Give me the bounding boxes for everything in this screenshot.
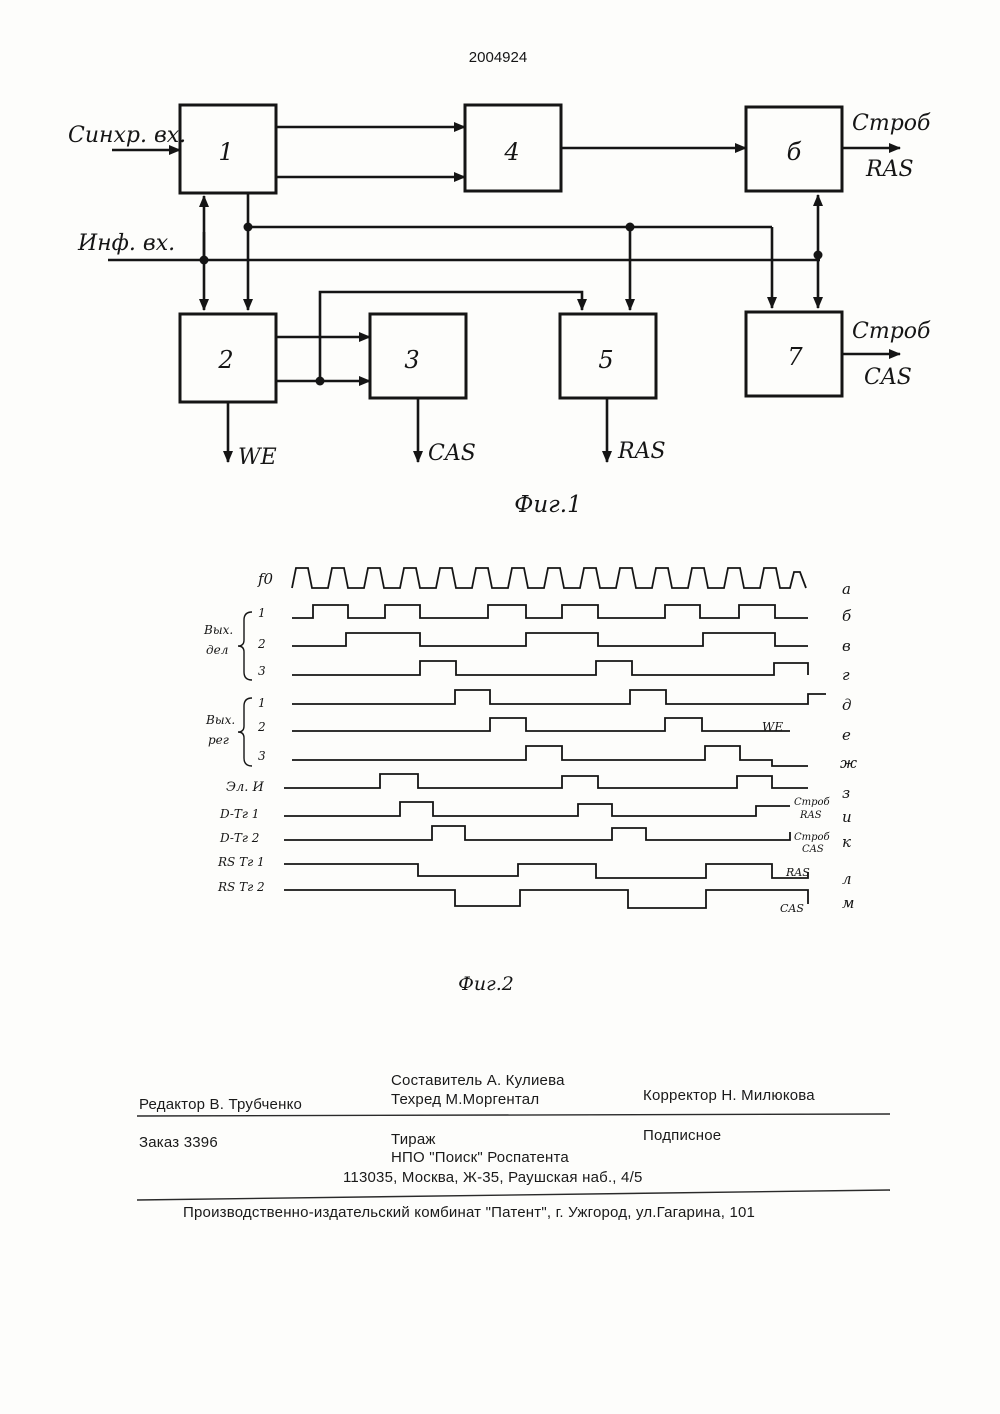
trace-zh <box>292 746 808 766</box>
row-letter-a: а <box>842 580 851 598</box>
trace-l <box>284 864 808 878</box>
trace-z <box>284 774 808 788</box>
fig2-caption: Фиг.2 <box>458 973 514 995</box>
group-div-label-2: дел <box>206 643 228 657</box>
techred-text: Техред М.Моргентал <box>391 1091 539 1108</box>
block-3: 3 <box>370 314 466 398</box>
row-letter-i: и <box>842 808 852 826</box>
row-letter-v: в <box>842 637 851 655</box>
row-letter-z: з <box>842 784 850 802</box>
footer-rule-top <box>137 1114 890 1116</box>
block-7: 7 <box>746 312 842 396</box>
row-letter-k: к <box>842 833 851 851</box>
rs-trigger-2-label: RS Тг 2 <box>217 880 265 894</box>
reg-group-brace <box>238 698 252 766</box>
div-group-brace <box>238 612 252 680</box>
f0-label: f0 <box>257 570 274 588</box>
editor-text: Редактор В. Трубченко <box>139 1096 302 1113</box>
d-trigger-1-label: D-Тг 1 <box>219 807 259 821</box>
info-input-label: Инф. вх. <box>77 231 175 256</box>
row-letter-e: е <box>842 726 851 744</box>
sync-input-label: Синхр. вх. <box>68 123 186 148</box>
rs-trigger-1-label: RS Тг 1 <box>217 855 265 869</box>
npo-text: НПО "Поиск" Роспатента <box>391 1149 569 1166</box>
trace-g <box>292 661 808 675</box>
div-output-3: 3 <box>258 664 266 678</box>
block-2-label: 2 <box>217 346 233 374</box>
fig1-caption: Фиг.1 <box>514 492 581 518</box>
we-output-label: WE <box>238 445 277 470</box>
corrector-text: Корректор Н. Милюкова <box>643 1087 815 1104</box>
address-text: 113035, Москва, Ж-35, Раушская наб., 4/5 <box>343 1169 643 1186</box>
fig1-block-diagram: 1 4 б 2 3 5 7 <box>68 105 931 518</box>
plant-text: Производственно-издательский комбинат "П… <box>183 1204 755 1221</box>
block-2: 2 <box>180 314 276 402</box>
row-letter-zh: ж <box>840 754 857 772</box>
circulation-text: Тираж <box>391 1131 436 1148</box>
group-reg-label-2: рег <box>208 733 229 747</box>
block-7-label: 7 <box>787 343 803 371</box>
reg-output-2: 2 <box>257 720 266 734</box>
trace-m <box>284 890 808 908</box>
strobe-ras-label-bottom: RAS <box>865 157 914 182</box>
subscription-text: Подписное <box>643 1127 721 1144</box>
fig2-ras-note: RAS <box>785 866 810 879</box>
trace-d <box>292 690 826 704</box>
trace-b <box>292 605 808 618</box>
block-6-label: б <box>787 138 802 166</box>
fig2-cas-note: CAS <box>780 902 804 915</box>
block-5-label: 5 <box>598 346 613 374</box>
order-text: Заказ 3396 <box>139 1134 218 1151</box>
ras-output-label: RAS <box>617 439 666 464</box>
trace-v <box>292 633 808 646</box>
row-letter-l: л <box>842 870 852 888</box>
block-4-label: 4 <box>503 138 519 166</box>
row-letter-b: б <box>842 607 852 625</box>
waveforms <box>284 568 826 908</box>
block-6: б <box>746 107 842 191</box>
block-1: 1 <box>180 105 276 193</box>
patent-number: 2004924 <box>469 49 527 66</box>
d-trigger-2-label: D-Тг 2 <box>219 831 259 845</box>
trace-clock-a <box>292 568 806 588</box>
composer-text: Составитель А. Кулиева <box>391 1072 565 1089</box>
and-gate-label: Эл. И <box>226 780 264 795</box>
strobe-ras-label-top: Строб <box>852 111 931 136</box>
trace-e <box>292 718 790 731</box>
block-1-label: 1 <box>218 138 233 166</box>
fig2-timing-diagram: f0 Вых. дел Вых. рег 1 2 3 1 2 3 Эл. И D… <box>203 568 857 995</box>
group-div-label-1: Вых. <box>203 623 233 637</box>
fig2-we-note: WE <box>762 720 783 734</box>
fig2-strobe-ras-note-2: RAS <box>799 810 822 821</box>
fig2-strobe-ras-note-1: Строб <box>794 797 831 808</box>
block-5: 5 <box>560 314 656 398</box>
row-letter-d: д <box>842 696 852 714</box>
reg-output-1: 1 <box>258 696 266 710</box>
group-reg-label-1: Вых. <box>205 713 235 727</box>
cas-output-label: CAS <box>428 441 476 466</box>
strobe-cas-label-top: Строб <box>852 319 931 344</box>
trace-i <box>284 802 790 816</box>
row-letter-m: м <box>842 894 854 912</box>
div-output-2: 2 <box>257 637 266 651</box>
div-output-1: 1 <box>258 606 266 620</box>
fig1-wires <box>108 127 900 462</box>
reg-output-3: 3 <box>258 749 266 763</box>
trace-k <box>284 826 790 840</box>
block-4: 4 <box>465 105 561 191</box>
strobe-cas-label-bottom: CAS <box>864 365 912 390</box>
footer-rule-bottom <box>137 1190 890 1200</box>
row-letter-g: г <box>842 666 850 684</box>
block-3-label: 3 <box>404 346 419 374</box>
fig2-strobe-cas-note-1: Строб <box>794 832 831 843</box>
fig2-strobe-cas-note-2: CAS <box>802 844 824 855</box>
